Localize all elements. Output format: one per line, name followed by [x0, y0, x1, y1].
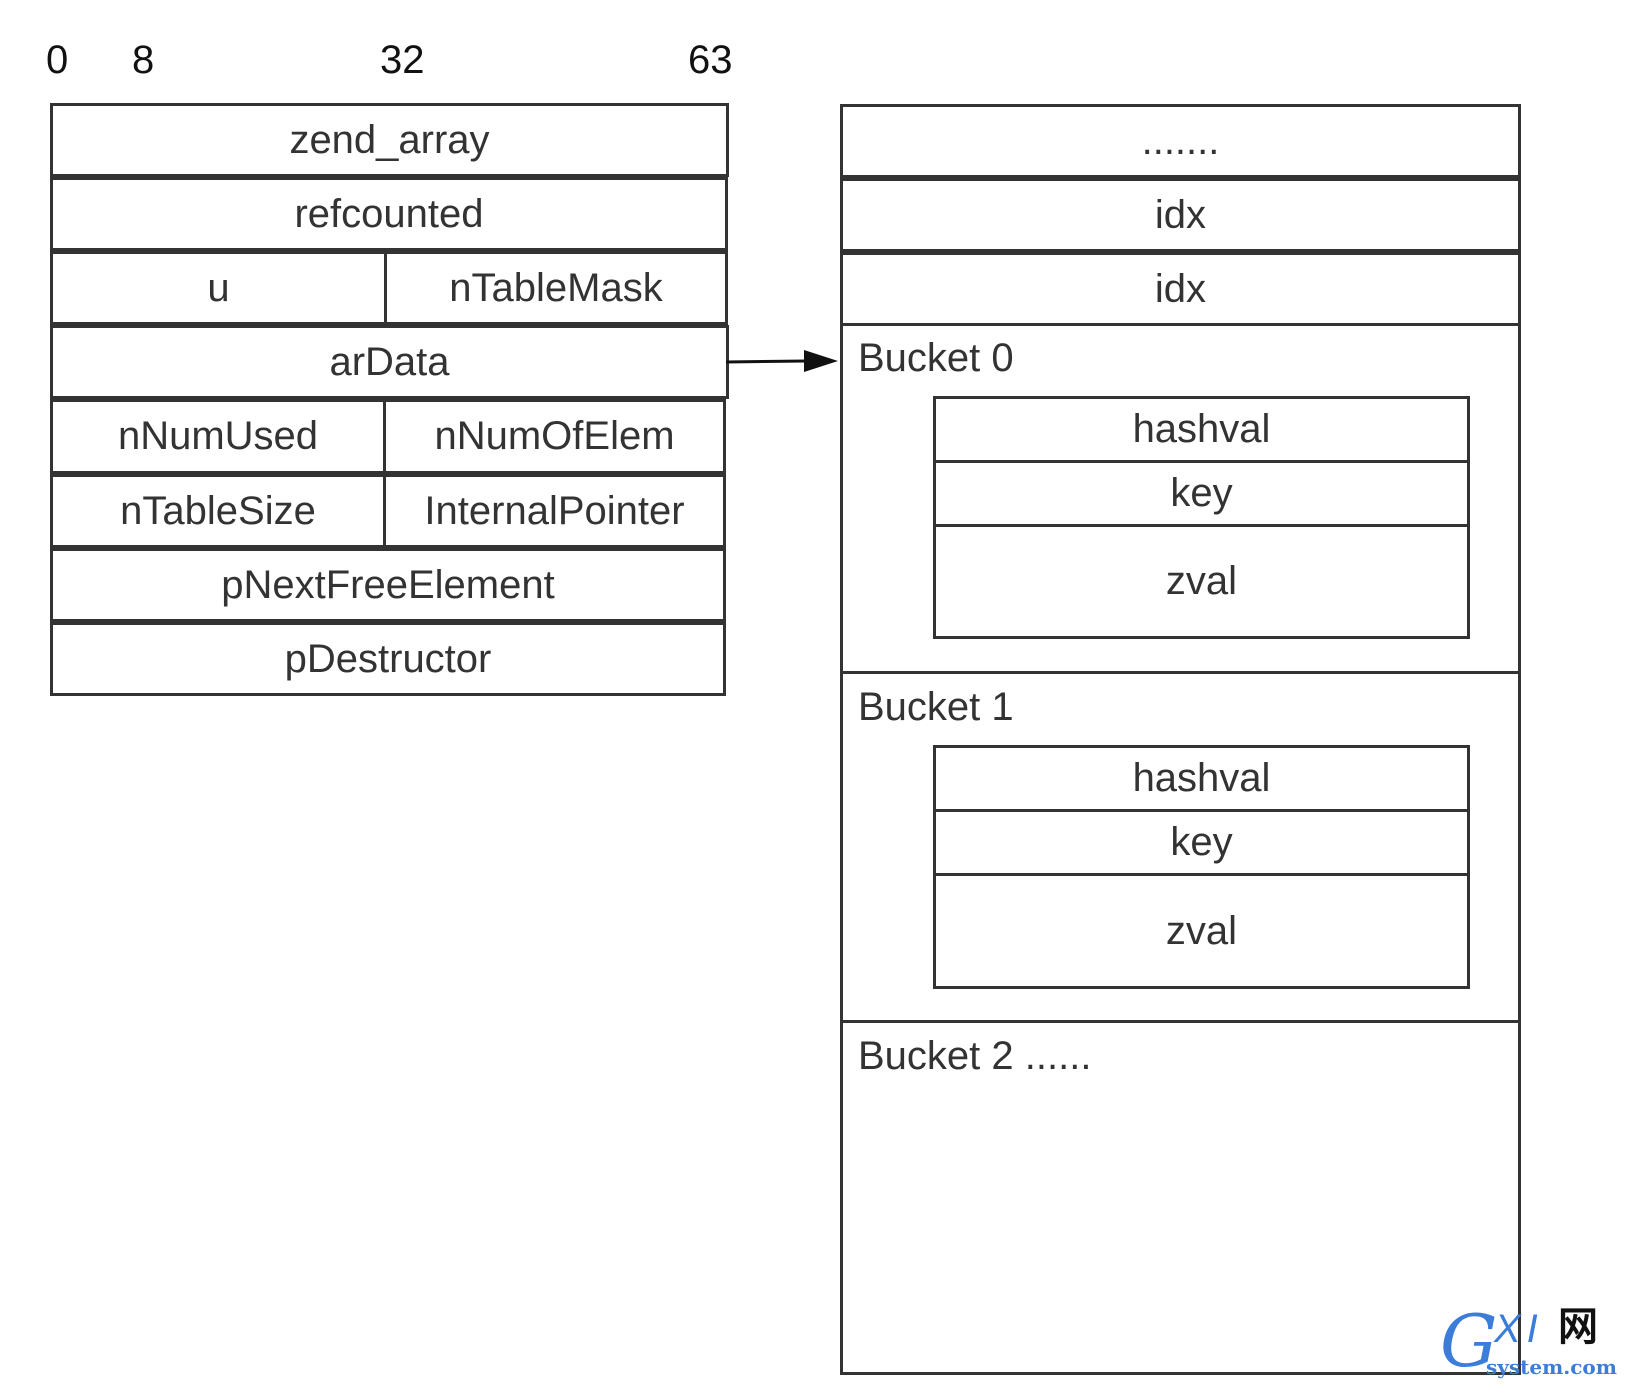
bucket-label: Bucket 2 ...... [858, 1034, 1092, 1078]
pnextfreeelement-field: pNextFreeElement [50, 548, 726, 622]
bit-label-32: 32 [380, 38, 425, 82]
idx-row: idx [840, 178, 1521, 252]
watermark-g: G [1440, 1299, 1498, 1383]
idx-row: idx [840, 252, 1521, 326]
nnumused-field: nNumUsed [50, 399, 386, 474]
pdestructor-field: pDestructor [50, 622, 726, 696]
bucket-label: Bucket 1 [858, 685, 1014, 729]
refcounted-field: refcounted [50, 177, 728, 251]
bit-label-63: 63 [688, 38, 733, 82]
ellipsis-row: ....... [840, 104, 1521, 178]
u-field: u [50, 251, 387, 325]
watermark-xi: XI [1494, 1307, 1544, 1351]
zval-field: zval [933, 873, 1470, 989]
hashval-field: hashval [933, 745, 1470, 812]
bit-label-0: 0 [46, 38, 69, 82]
hashval-field: hashval [933, 396, 1470, 463]
ardata-field: arData [50, 325, 729, 399]
site-watermark-logo: G XI 网 system.com [1440, 1305, 1630, 1390]
watermark-cn: 网 [1558, 1305, 1598, 1349]
key-field: key [933, 460, 1470, 527]
ardata-pointer-arrow [726, 350, 838, 372]
bit-label-8: 8 [132, 38, 155, 82]
bucket-label: Bucket 0 [858, 336, 1014, 380]
key-field: key [933, 809, 1470, 876]
ntablemask-field: nTableMask [384, 251, 728, 325]
ntablesize-field: nTableSize [50, 474, 386, 548]
zend-array-title-field: zend_array [50, 103, 729, 177]
watermark-domain: system.com [1486, 1355, 1617, 1379]
internalpointer-field: InternalPointer [383, 474, 726, 548]
zval-field: zval [933, 524, 1470, 639]
nnumofelem-field: nNumOfElem [383, 399, 726, 474]
